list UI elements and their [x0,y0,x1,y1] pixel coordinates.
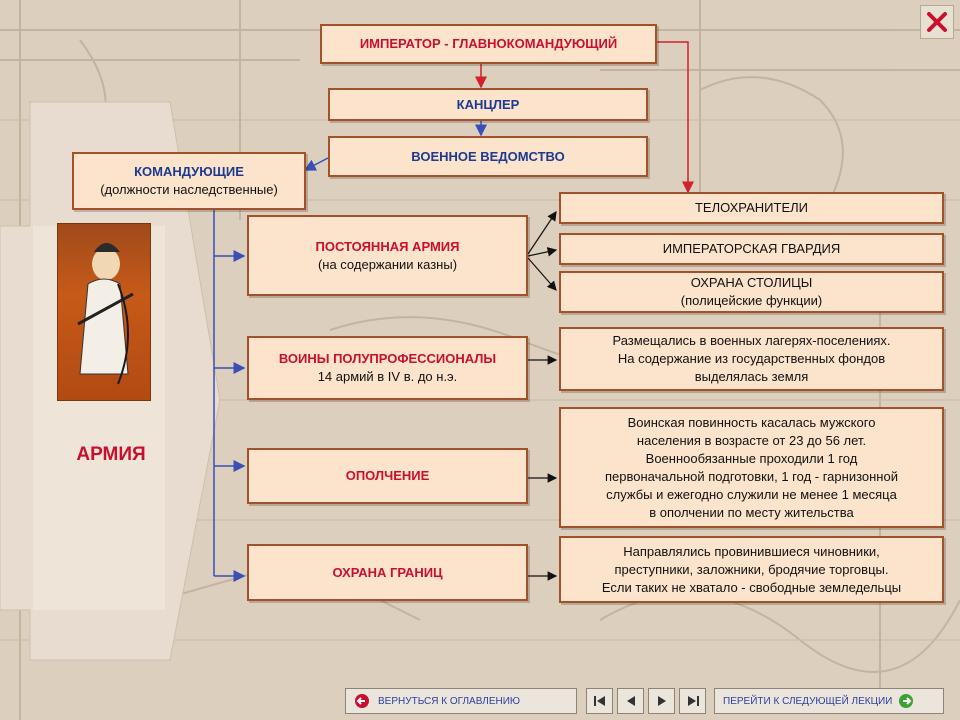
branch-semipro: ВОИНЫ ПОЛУПРОФЕССИОНАЛЫ 14 армий в IV в.… [247,336,528,400]
branch-standing-army: ПОСТОЯННАЯ АРМИЯ (на содержании казны) [247,215,528,296]
forward-arrow-icon [898,693,914,709]
warrior-portrait [57,223,151,401]
branch-note: 14 армий в IV в. до н.э. [317,369,458,384]
chancellor-label: КАНЦЛЕР [456,96,520,112]
next-lecture-label: ПЕРЕЙТИ К СЛЕДУЮЩЕЙ ЛЕКЦИИ [723,695,893,707]
back-arrow-icon [354,693,370,709]
detail-line: выделялась земля [694,369,809,384]
army-label: АРМИЯ [76,444,146,465]
commanders-box: КОМАНДУЮЩИЕ (должности наследственные) [72,152,306,210]
branch-title: ПОСТОЯННАЯ АРМИЯ [315,238,460,254]
prev-slide-button[interactable] [617,688,644,714]
detail-line: На содержание из государственных фондов [617,351,886,366]
bodyguards-label: ТЕЛОХРАНИТЕЛИ [694,200,809,215]
branch-note: (на содержании казны) [317,256,458,272]
skip-first-icon [593,696,605,706]
imperial-guard-box: ИМПЕРАТОРСКАЯ ГВАРДИЯ [559,233,944,265]
first-slide-button[interactable] [586,688,613,714]
chancellor-box: КАНЦЛЕР [328,88,648,121]
imperial-guard-label: ИМПЕРАТОРСКАЯ ГВАРДИЯ [662,241,841,256]
commanders-note: (должности наследственные) [100,182,278,197]
branch-title: ОХРАНА ГРАНИЦ [332,564,443,580]
detail-line: службы и ежегодно служили не менее 1 мес… [606,486,897,502]
last-slide-button[interactable] [679,688,706,714]
next-slide-button[interactable] [648,688,675,714]
detail-line: преступники, заложники, бродячие торговц… [614,561,889,577]
next-lecture-button[interactable]: ПЕРЕЙТИ К СЛЕДУЮЩЕЙ ЛЕКЦИИ [714,688,944,714]
militia-details-box: Воинская повинность касалась мужского на… [559,407,944,528]
detail-line: первоначальной подготовки, 1 год - гарни… [605,468,898,484]
close-icon [927,12,947,32]
capital-guard-title: ОХРАНА СТОЛИЦЫ [690,275,813,290]
prev-icon [626,696,635,706]
emperor-label: ИМПЕРАТОР - ГЛАВНОКОМАНДУЮЩИЙ [359,36,618,51]
military-dept-label: ВОЕННОЕ ВЕДОМСТВО [411,148,565,164]
back-label: ВЕРНУТЬСЯ К ОГЛАВЛЕНИЮ [378,695,521,707]
close-button[interactable] [920,5,954,39]
detail-line: населения в возрасте от 23 до 56 лет. [636,432,867,448]
detail-line: Размещались в военных лагерях-поселениях… [612,333,891,348]
military-dept-box: ВОЕННОЕ ВЕДОМСТВО [328,136,648,177]
branch-title: ОПОЛЧЕНИЕ [345,468,430,483]
commanders-title: КОМАНДУЮЩИЕ [134,164,244,179]
detail-line: Если таких не хватало - свободные землед… [601,579,902,595]
branch-title: ВОИНЫ ПОЛУПРОФЕССИОНАЛЫ [278,351,497,366]
capital-guard-note: (полицейские функции) [680,293,823,308]
detail-line: в ополчении по месту жительства [649,504,854,520]
capital-guard-box: ОХРАНА СТОЛИЦЫ (полицейские функции) [559,271,944,313]
border-details-box: Направлялись провинившиеся чиновники, пр… [559,536,944,603]
bodyguards-box: ТЕЛОХРАНИТЕЛИ [559,192,944,224]
detail-line: Воинская повинность касалась мужского [627,414,876,430]
emperor-box: ИМПЕРАТОР - ГЛАВНОКОМАНДУЮЩИЙ [320,24,657,64]
back-to-contents-button[interactable]: ВЕРНУТЬСЯ К ОГЛАВЛЕНИЮ [345,688,577,714]
branch-militia: ОПОЛЧЕНИЕ [247,448,528,504]
skip-last-icon [687,696,699,706]
branch-border-guard: ОХРАНА ГРАНИЦ [247,544,528,601]
next-icon [657,696,666,706]
detail-line: Военнообязанные проходили 1 год [645,450,858,466]
semipro-details-box: Размещались в военных лагерях-поселениях… [559,327,944,391]
detail-line: Направлялись провинившиеся чиновники, [623,543,880,559]
